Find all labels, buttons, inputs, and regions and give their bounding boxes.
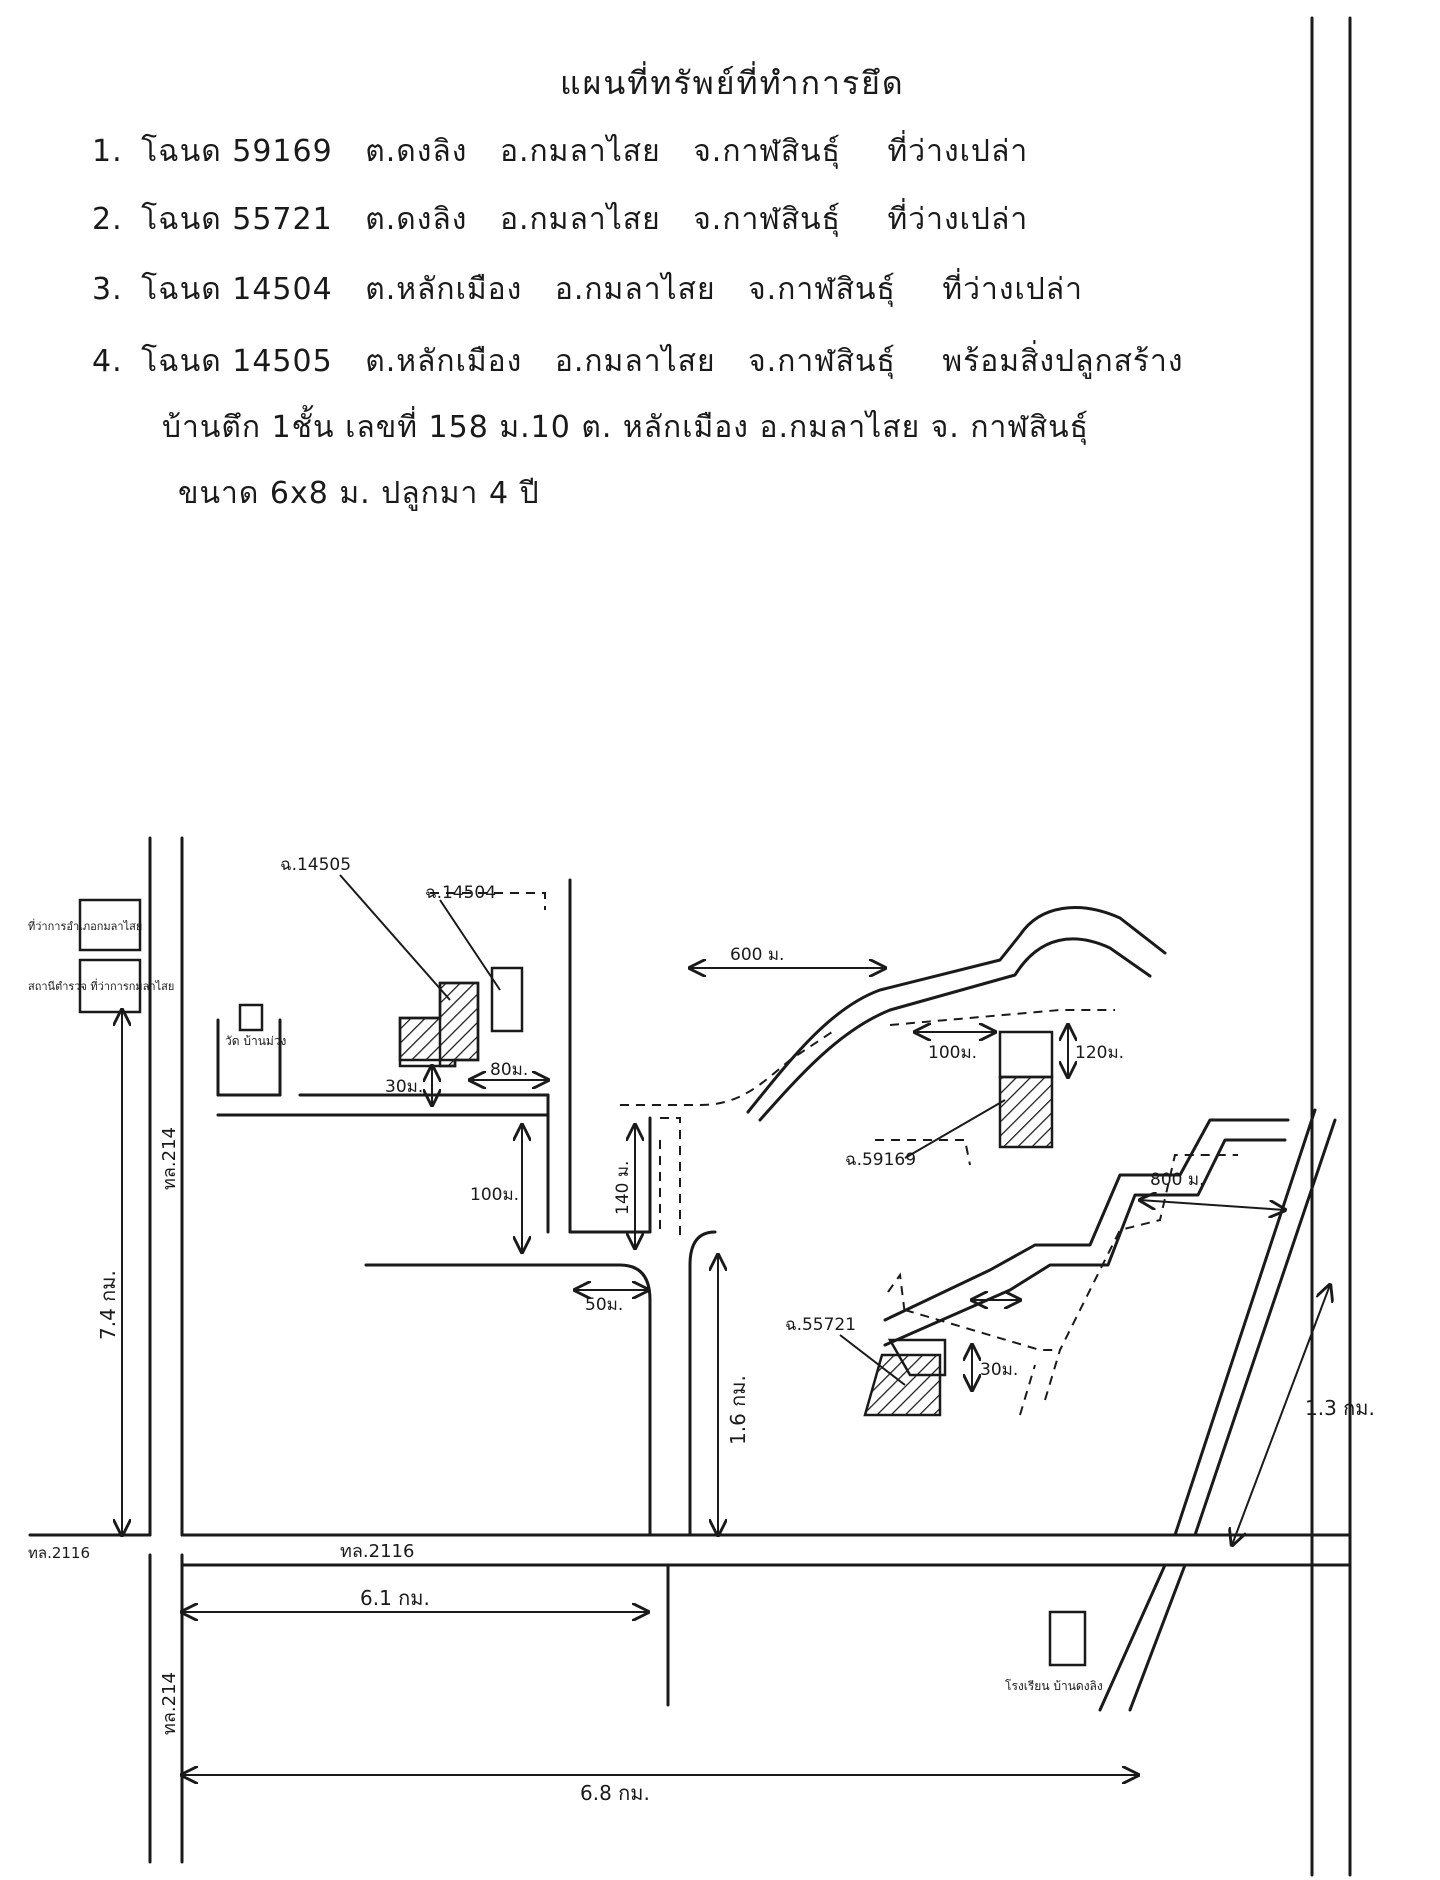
plot-59169-upper xyxy=(998,1030,1054,1079)
deed-number: โฉนด 59169 xyxy=(141,134,333,169)
zigzag-road-edge xyxy=(883,1118,1290,1322)
district-office-box xyxy=(78,898,142,952)
plot-label-14505: ฉ.14505 xyxy=(280,855,351,875)
local-road-edge xyxy=(688,1230,717,1537)
item-number: 4. xyxy=(92,344,123,379)
province: จ.กาฬสินธุ์ xyxy=(693,134,841,169)
property-description: ที่ว่างเปล่า xyxy=(887,202,1029,237)
school-building xyxy=(1048,1610,1087,1667)
dashed-track xyxy=(889,1009,1115,1026)
property-description: พร้อมสิ่งปลูกสร้าง xyxy=(942,344,1184,379)
dist-label-800m: 800 ม. xyxy=(1150,1170,1204,1190)
dist-label-6-8km: 6.8 กม. xyxy=(580,1781,650,1805)
zigzag-road-edge xyxy=(883,1138,1287,1347)
dashed-track xyxy=(904,1309,1060,1351)
property-description: ที่ว่างเปล่า xyxy=(942,272,1084,307)
leader-55721 xyxy=(839,1334,906,1386)
plot-label-14504: ฉ.14504 xyxy=(425,883,496,903)
dist-label-80m: 80ม. xyxy=(490,1060,528,1080)
dist-label-600m: 600 ม. xyxy=(730,945,784,965)
province: จ.กาฬสินธุ์ xyxy=(748,344,896,379)
plot-59169 xyxy=(998,1075,1054,1149)
plot-label-59169: ฉ.59169 xyxy=(845,1150,916,1170)
deed-number: โฉนด 14505 xyxy=(141,344,333,379)
property-line-4: 4. โฉนด 14505 ต.หลักเมือง อ.กมลาไสย จ.กา… xyxy=(92,338,1184,385)
plot-55721-upper xyxy=(887,1338,947,1377)
dim-arrow-800m xyxy=(1140,1200,1285,1210)
place-label-district-office: ที่ว่าการอำเภอกมลาไสย xyxy=(28,918,142,933)
road-label-hwy-2116-west: ทล.2116 xyxy=(28,1544,90,1562)
label-frame-14504 xyxy=(430,892,546,910)
dist-label-100m: 100ม. xyxy=(928,1043,977,1063)
deed-number: โฉนด 14504 xyxy=(141,272,333,307)
amphoe: อ.กมลาไสย xyxy=(499,134,661,169)
place-label-police-station: สถานีตำรวจ ที่ว่าการกมลาไสย xyxy=(28,978,174,993)
dashed-track xyxy=(660,1117,681,1240)
dist-label-30m: 30ม. xyxy=(385,1077,423,1097)
diagonal-road-edge xyxy=(1098,1563,1167,1712)
amphoe: อ.กมลาไสย xyxy=(554,344,716,379)
dist-label-30m-b: 30ม. xyxy=(980,1360,1018,1380)
building-size: ขนาด 6x8 ม. ปลูกมา 4 ปี xyxy=(178,476,540,511)
property-line-1: 1. โฉนด 59169 ต.ดงลิง อ.กมลาไสย จ.กาฬสิน… xyxy=(92,128,1028,175)
dist-label-100m-b: 100ม. xyxy=(470,1185,519,1205)
winding-road-south-edge xyxy=(758,937,1152,1122)
local-road-edge xyxy=(618,1263,652,1537)
dashed-track xyxy=(620,1029,836,1106)
property-description: ที่ว่างเปล่า xyxy=(887,134,1029,169)
tambon: ต.ดงลิง xyxy=(365,202,468,237)
tambon: ต.หลักเมือง xyxy=(365,272,523,307)
leader-14504 xyxy=(439,899,501,991)
item-number: 2. xyxy=(92,202,123,237)
dashed-track xyxy=(1044,1154,1238,1401)
dist-label-6-1km: 6.1 กม. xyxy=(360,1586,430,1610)
dist-label-1-3km: 1.3 กม. xyxy=(1305,1396,1375,1420)
leader-14505 xyxy=(339,874,451,1001)
province: จ.กาฬสินธุ์ xyxy=(748,272,896,307)
road-label-hwy-2116: ทล.2116 xyxy=(340,1541,414,1562)
dist-label-120m: 120ม. xyxy=(1075,1043,1124,1063)
winding-road-north-edge xyxy=(746,906,1167,1114)
dist-label-50m: 50ม. xyxy=(585,1295,623,1315)
leader-59169 xyxy=(904,1099,1006,1159)
label-frame-55721 xyxy=(887,1272,906,1316)
diagonal-road-edge xyxy=(1128,1563,1187,1712)
tambon: ต.ดงลิง xyxy=(365,134,468,169)
plot-14505-outline xyxy=(398,981,480,1068)
dim-arrow-1-3km xyxy=(1232,1285,1330,1545)
dist-label-1-6km: 1.6 กม. xyxy=(726,1375,750,1445)
building-description: บ้านตึก 1ชั้น เลขที่ 158 ม.10 ต. หลักเมื… xyxy=(162,410,1089,445)
amphoe: อ.กมลาไสย xyxy=(499,202,661,237)
road-label-hwy-214-lower: ทล.214 xyxy=(159,1672,180,1735)
plot-55721 xyxy=(863,1353,942,1417)
plot-14504 xyxy=(490,966,524,1033)
property-line-2: 2. โฉนด 55721 ต.ดงลิง อ.กมลาไสย จ.กาฬสิน… xyxy=(92,196,1028,243)
item-number: 3. xyxy=(92,272,123,307)
document-title: แผนที่ทรัพย์ที่ทำการยึด xyxy=(560,64,905,102)
place-label-temple: วัด บ้านม่วง xyxy=(225,1034,286,1048)
tambon: ต.หลักเมือง xyxy=(365,344,523,379)
deed-number: โฉนด 55721 xyxy=(141,202,333,237)
province: จ.กาฬสินธุ์ xyxy=(693,202,841,237)
dist-label-7-4km: 7.4 กม. xyxy=(96,1270,120,1340)
amphoe: อ.กมลาไสย xyxy=(554,272,716,307)
police-station-box xyxy=(78,958,142,1014)
road-label-hwy-214-upper: ทล.214 xyxy=(159,1127,180,1190)
dist-label-140m: 140 ม. xyxy=(613,1161,633,1215)
dashed-track xyxy=(1019,1364,1036,1416)
temple-box xyxy=(238,1003,264,1032)
item-number: 1. xyxy=(92,134,123,169)
property-line-3: 3. โฉนด 14504 ต.หลักเมือง อ.กมลาไสย จ.กา… xyxy=(92,266,1083,313)
plot-label-55721: ฉ.55721 xyxy=(785,1315,856,1335)
place-label-school: โรงเรียน บ้านดงลิง xyxy=(1005,1679,1103,1693)
